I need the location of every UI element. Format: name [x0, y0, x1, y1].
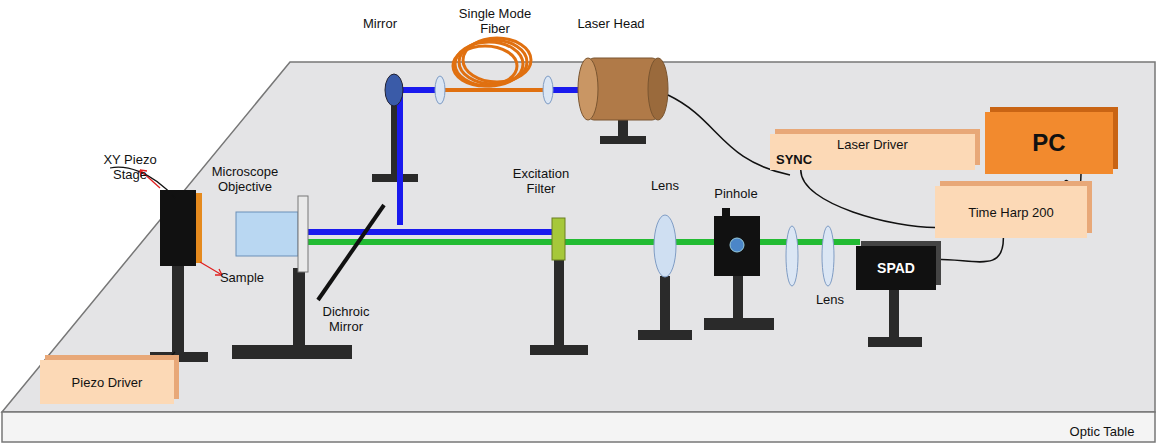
part-label: XY Piezo Stage [90, 152, 170, 182]
port-label: SYNC [770, 152, 812, 167]
part-label: Dichroic Mirror [316, 304, 376, 334]
part-label: Microscope Objective [200, 164, 290, 194]
part-label: Sample [212, 270, 272, 285]
part-label: Laser Head [566, 16, 656, 31]
box-title: PC [1032, 129, 1065, 157]
box-title: SPAD [877, 260, 915, 276]
box-title: Piezo Driver [72, 375, 143, 390]
pc-box: PC [985, 112, 1113, 174]
box-title: Time Harp 200 [968, 205, 1054, 220]
piezo-driver-box: Piezo Driver [40, 360, 174, 404]
part-label: Lens [645, 178, 685, 193]
part-label: Pinhole [706, 186, 766, 201]
spad-detector: SPAD [856, 246, 936, 290]
part-label: Excitation Filter [506, 166, 576, 196]
part-label: Single Mode Fiber [455, 6, 535, 36]
part-label: Mirror [350, 16, 410, 31]
part-label: Lens [810, 292, 850, 307]
laser-driver-box: Laser DriverSYNC [770, 134, 975, 170]
signal-cable [801, 170, 935, 228]
table-label: Optic Table [1050, 424, 1154, 439]
tcspc-box: Time Harp 200 [935, 186, 1087, 238]
box-title: Laser Driver [837, 137, 908, 152]
signal-cable [936, 238, 1003, 262]
